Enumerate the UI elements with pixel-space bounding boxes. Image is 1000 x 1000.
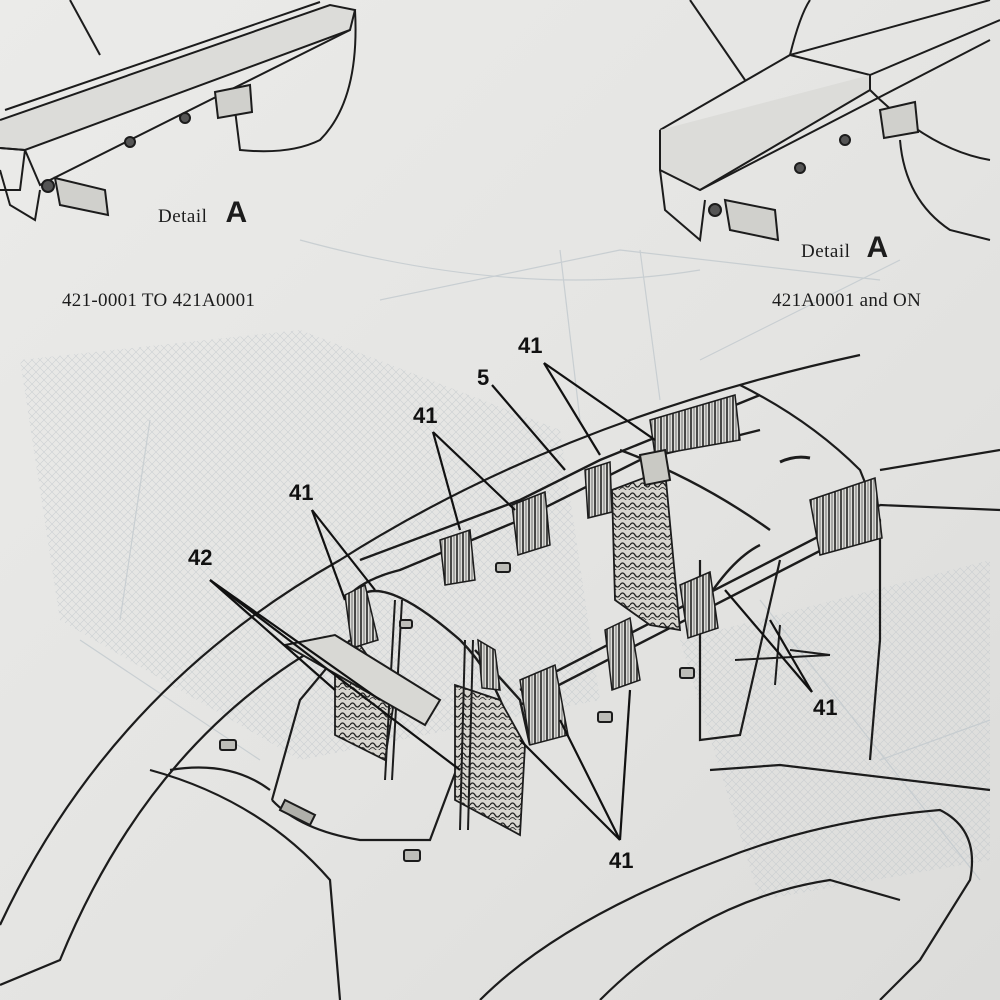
- wood-grain-panels: [334, 468, 682, 837]
- callout-41-right: 41: [813, 695, 838, 720]
- panel-left-door: [454, 683, 526, 837]
- cabin-details: [219, 448, 831, 862]
- ribbed-headliner-segments: [344, 394, 883, 746]
- callout-5: 5: [477, 365, 490, 390]
- callout-41-top: 41: [518, 333, 543, 358]
- background-bleed-through: [20, 239, 991, 900]
- callout-41-upper-left: 41: [413, 403, 438, 428]
- serial-range-right: 421A0001 and ON: [772, 290, 922, 311]
- panel-aft-bulkhead: [611, 468, 682, 632]
- callout-leader-lines: [209, 362, 813, 841]
- callout-42: 42: [188, 545, 213, 570]
- detail-label-left: Detail A: [158, 196, 247, 230]
- detail-label-right: Detail A: [801, 231, 888, 265]
- detail-word: Detail: [158, 206, 208, 227]
- detail-letter: A: [225, 196, 248, 229]
- detail-a-seat-left: [0, 0, 357, 222]
- serial-range-left: 421-0001 TO 421A0001: [62, 290, 256, 311]
- reading-lights: [219, 562, 695, 862]
- detail-letter: A: [866, 231, 889, 264]
- detail-word: Detail: [801, 241, 851, 262]
- callout-41-bottom: 41: [609, 848, 634, 873]
- callout-41-left: 41: [289, 480, 314, 505]
- detail-a-seat-right: [659, 0, 1000, 242]
